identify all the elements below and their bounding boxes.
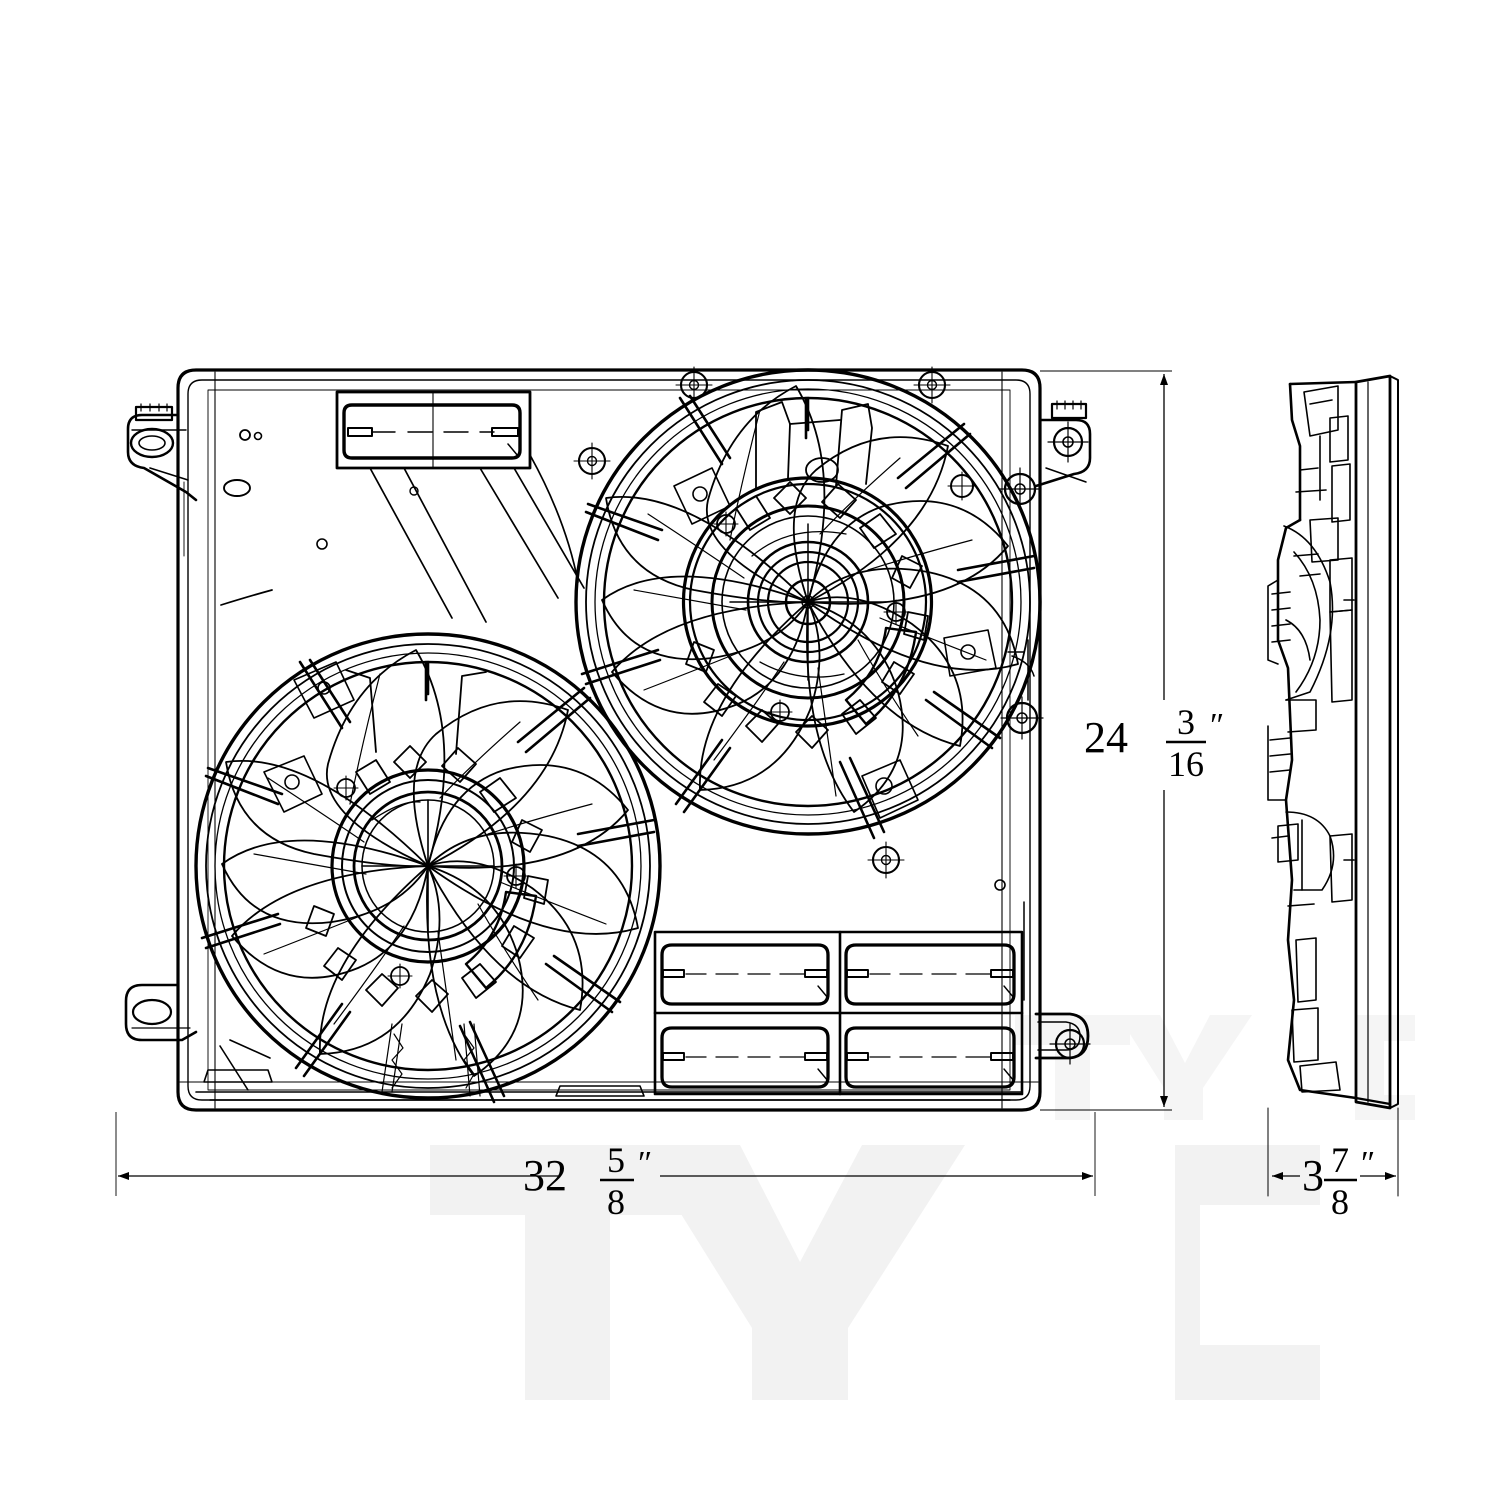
dim-height-unit: ″ (1210, 707, 1224, 744)
left-motor-mount-arm (345, 669, 487, 755)
dimension-width-label: 32 5 8 ″ (523, 1140, 652, 1222)
left-strut-plates (263, 661, 355, 813)
dim-depth-numerator: 7 (1331, 1140, 1349, 1180)
mounting-hole (913, 366, 951, 404)
right-motor-hub (681, 476, 934, 749)
dim-depth-whole: 3 (1302, 1151, 1324, 1200)
panel-hole (316, 538, 328, 550)
panel-hole (253, 431, 263, 441)
dim-width-numerator: 5 (607, 1140, 625, 1180)
dim-width-whole: 32 (523, 1151, 567, 1200)
dim-depth-unit: ″ (1361, 1145, 1375, 1182)
mounting-hole (867, 841, 905, 879)
dim-height-whole: 24 (1084, 713, 1128, 762)
panel-slot (223, 479, 251, 497)
dimension-layer (115, 370, 1396, 1196)
right-fan-shroud-ring (574, 368, 1042, 836)
dim-height-numerator: 3 (1177, 702, 1195, 742)
mounting-tab (1034, 1012, 1091, 1065)
side-reference-line (1267, 1107, 1399, 1197)
left-fan-lattice (381, 1023, 481, 1097)
right-motor-mount-arm (755, 401, 873, 489)
shroud-right-ribs (1007, 639, 1035, 1001)
left-fan-shroud-ring (194, 632, 662, 1100)
dimension-depth-label: 3 7 8 ″ (1302, 1140, 1375, 1222)
dimension-width (115, 1112, 1096, 1196)
dim-width-denominator: 8 (607, 1182, 625, 1222)
dimension-height-label: 24 3 16 ″ (1084, 702, 1224, 784)
side-profile-view (1267, 374, 1399, 1110)
top-vent-opening (335, 390, 532, 470)
right-strut-plates (673, 467, 997, 819)
tyc-watermark (430, 1015, 1415, 1400)
mounting-hole (675, 366, 713, 404)
mounting-tab (126, 403, 198, 561)
dimension-text-layer: 24 3 16 ″ 32 5 8 ″ 3 7 8 ″ (523, 702, 1375, 1222)
dim-depth-denominator: 8 (1331, 1182, 1349, 1222)
dim-width-unit: ″ (638, 1145, 652, 1182)
mounting-tab (124, 983, 198, 1042)
mounting-hole (573, 442, 611, 480)
left-motor-hub (305, 745, 549, 1013)
dimension-height (1040, 370, 1172, 1111)
shroud-internal-ribs (220, 454, 585, 623)
dim-height-denominator: 16 (1168, 744, 1204, 784)
mounting-hole (947, 471, 977, 501)
right-fan-struts (580, 394, 1036, 840)
left-fan-struts (200, 658, 656, 1104)
shroud-lower-skirt (195, 1039, 1023, 1101)
panel-hole (239, 429, 251, 441)
mounting-tab (1034, 400, 1092, 488)
panel-hole (994, 879, 1006, 891)
connector-vent-block (653, 930, 1024, 1096)
